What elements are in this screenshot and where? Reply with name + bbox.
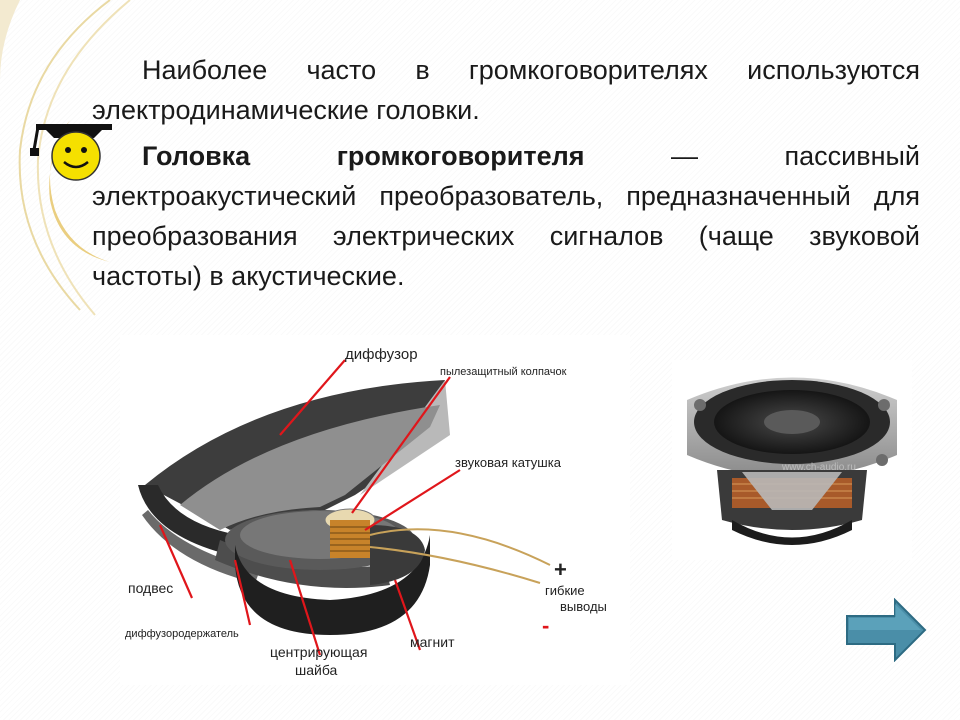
decorative-curves: [0, 0, 131, 316]
label-plus: +: [554, 557, 567, 582]
label-minus: -: [542, 613, 549, 638]
diffuser-surface: [180, 405, 440, 530]
photo-watermark: www.ch-audio.ru: [781, 462, 856, 473]
label-cone-holder: диффузородержатель: [125, 628, 239, 640]
definition-term: Головка громкоговорителя: [142, 141, 585, 171]
label-spider-line1: центрирующая: [270, 644, 367, 660]
intro-paragraph: Наиболее часто в громкоговорителях испол…: [92, 55, 920, 125]
label-leads-line1: гибкие: [545, 583, 585, 598]
photo-dust-cap: [764, 410, 820, 434]
label-suspension: подвес: [128, 580, 173, 596]
definition-paragraph: Головка громкоговорителя — пассивный эле…: [92, 136, 920, 296]
photo-bracket: [742, 472, 842, 510]
label-leads-line2: выводы: [560, 599, 607, 614]
label-spider-line2: шайба: [295, 662, 338, 678]
label-magnet: магнит: [410, 634, 455, 650]
magnet-top-plate: [370, 525, 425, 585]
arrow-right-icon: [846, 598, 927, 662]
label-dust-cap: пылезащитный колпачок: [440, 366, 567, 378]
photo-magnet: [732, 520, 852, 545]
next-slide-button[interactable]: [845, 598, 927, 662]
definition-text: — пассивный электроакустический преобраз…: [92, 141, 920, 291]
coil-windings: [330, 526, 370, 552]
label-voice-coil: звуковая катушка: [455, 455, 562, 470]
suspension: [138, 485, 238, 555]
graduate-smiley-icon: [30, 124, 112, 181]
speaker-photo: www.ch-audio.ru: [672, 360, 912, 560]
pointer-lines: [158, 359, 461, 656]
flexible-lead-1: [369, 528, 551, 566]
diagram-labels: диффузор пылезащитный колпачок звуковая …: [125, 346, 607, 678]
speaker-cutaway-diagram: диффузор пылезащитный колпачок звуковая …: [120, 335, 630, 685]
flexible-lead-2: [369, 546, 541, 584]
label-diffuser: диффузор: [345, 346, 418, 363]
magnet: [235, 535, 430, 635]
content-text: Наиболее часто в громкоговорителях испол…: [92, 50, 920, 302]
